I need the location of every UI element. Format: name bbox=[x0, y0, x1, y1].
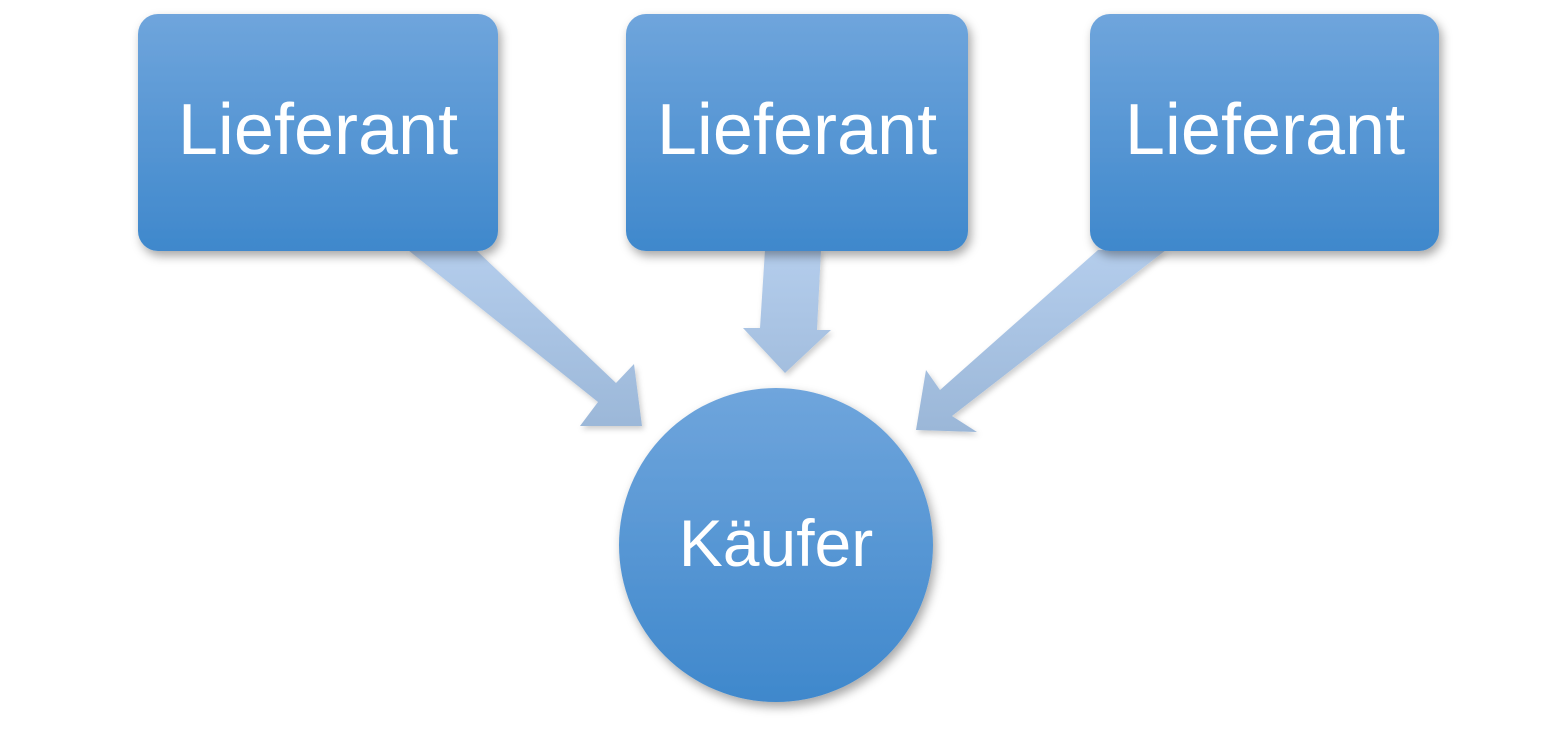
supplier-node-1-label: Lieferant bbox=[178, 90, 458, 170]
supplier-node-1: Lieferant bbox=[138, 14, 498, 251]
arrow-supplier-1-to-buyer bbox=[408, 250, 642, 426]
supplier-node-3: Lieferant bbox=[1090, 14, 1439, 251]
arrow-supplier-3-to-buyer bbox=[916, 250, 1166, 432]
supplier-node-2: Lieferant bbox=[626, 14, 968, 251]
supplier-node-3-label: Lieferant bbox=[1125, 90, 1405, 170]
buyer-node-label: Käufer bbox=[679, 506, 873, 580]
buyer-node: Käufer bbox=[619, 388, 933, 702]
supplier-node-2-label: Lieferant bbox=[657, 90, 937, 170]
arrow-supplier-2-to-buyer bbox=[743, 250, 831, 373]
